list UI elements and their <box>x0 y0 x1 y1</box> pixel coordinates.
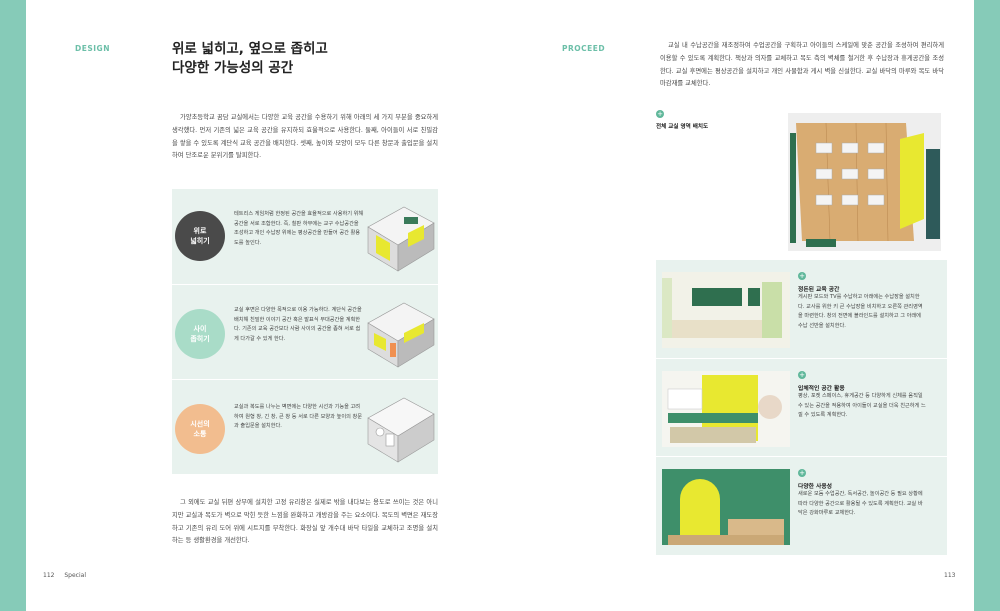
illustration-stacked-space <box>367 206 435 272</box>
concept-text-1: 테트리스 게임처럼 한정된 공간을 효율적으로 사용하기 위해 공간을 서로 조… <box>234 211 364 246</box>
headline-line-1: 위로 넓히고, 옆으로 좁히고 <box>172 41 328 57</box>
detail-title-2: 입체적인 공간 활용 <box>798 386 845 392</box>
classroom-plan-illustration <box>788 113 941 251</box>
right-page: PROCEED 교실 내 수납공간을 재조정하여 수업공간을 구획하고 아이들의… <box>500 0 974 611</box>
plus-icon: + <box>656 110 664 118</box>
plus-icon: + <box>798 371 806 379</box>
detail-text-2: 평상, 포켓 스페이스, 휴게공간 등 다양하게 신체를 움직일 수 있는 공간… <box>798 393 926 418</box>
image-organized-classroom <box>662 272 790 348</box>
headline-line-2: 다양한 가능성의 공간 <box>172 60 294 76</box>
concept-text-3: 교실과 복도를 나누는 벽면에는 다양한 시선과 기능을 고려하여 원형 창, … <box>234 404 363 429</box>
detail-row-2: + 입체적인 공간 활용 평상, 포켓 스페이스, 휴게공간 등 다양하게 신체… <box>656 358 947 456</box>
left-page-band <box>0 0 26 611</box>
detail-row-3: + 다양한 사용성 새로운 모둠 수업공간, 독서공간, 놀이공간 등 필요 상… <box>656 456 947 554</box>
section-label-design: DESIGN <box>75 44 110 53</box>
detail-panel: + 정돈된 교육 공간 게시판 보드와 TV를 수납하고 아래에는 수납장을 설… <box>656 260 947 555</box>
magazine-spread: DESIGN 위로 넓히고, 옆으로 좁히고 다양한 가능성의 공간 가양초등학… <box>26 0 974 611</box>
concept-text-2: 교실 후면은 다양한 목적으로 이용 가능하다. 계단식 공간을 배치해 친밀한… <box>234 307 362 342</box>
left-page: DESIGN 위로 넓히고, 옆으로 좁히고 다양한 가능성의 공간 가양초등학… <box>26 0 500 611</box>
detail-text-1: 게시판 보드와 TV를 수납하고 아래에는 수납장을 설치한다. 교사를 위한 … <box>798 294 923 329</box>
detail-text-3: 새로운 모둠 수업공간, 독서공간, 놀이공간 등 필요 상황에 따라 다양한 … <box>798 491 923 516</box>
page-number: 112 <box>43 572 55 579</box>
intro-paragraph: 가양초등학교 꿈담 교실에서는 다양한 교육 공간을 수용하기 위해 아래의 세… <box>172 114 438 160</box>
image-versatile-use <box>662 469 790 545</box>
plus-icon: + <box>798 272 806 280</box>
page-number-right: 113 <box>944 572 956 579</box>
headline: 위로 넓히고, 옆으로 좁히고 다양한 가능성의 공간 <box>172 40 328 78</box>
folio: 112 Special <box>43 572 86 579</box>
illustration-window-wall <box>367 397 435 463</box>
proceed-paragraph: 교실 내 수납공간을 재조정하여 수업공간을 구획하고 아이들의 스케일에 맞춘… <box>660 42 944 88</box>
folio-section: Special <box>64 572 86 579</box>
detail-row-1: + 정돈된 교육 공간 게시판 보드와 TV를 수납하고 아래에는 수납장을 설… <box>656 260 947 358</box>
detail-title-1: 정돈된 교육 공간 <box>798 287 840 293</box>
plus-icon: + <box>798 469 806 477</box>
image-3d-space <box>662 371 790 447</box>
illustration-stepped-space <box>367 302 435 368</box>
section-label-proceed: PROCEED <box>562 44 606 53</box>
detail-title-3: 다양한 사용성 <box>798 484 833 490</box>
plan-label: 전체 교실 영역 배치도 <box>656 124 709 130</box>
right-page-band <box>974 0 1000 611</box>
outro-paragraph: 그 외에도 교실 뒤편 상부에 설치한 고정 유리창은 실제로 밖을 내다보는 … <box>172 499 438 545</box>
